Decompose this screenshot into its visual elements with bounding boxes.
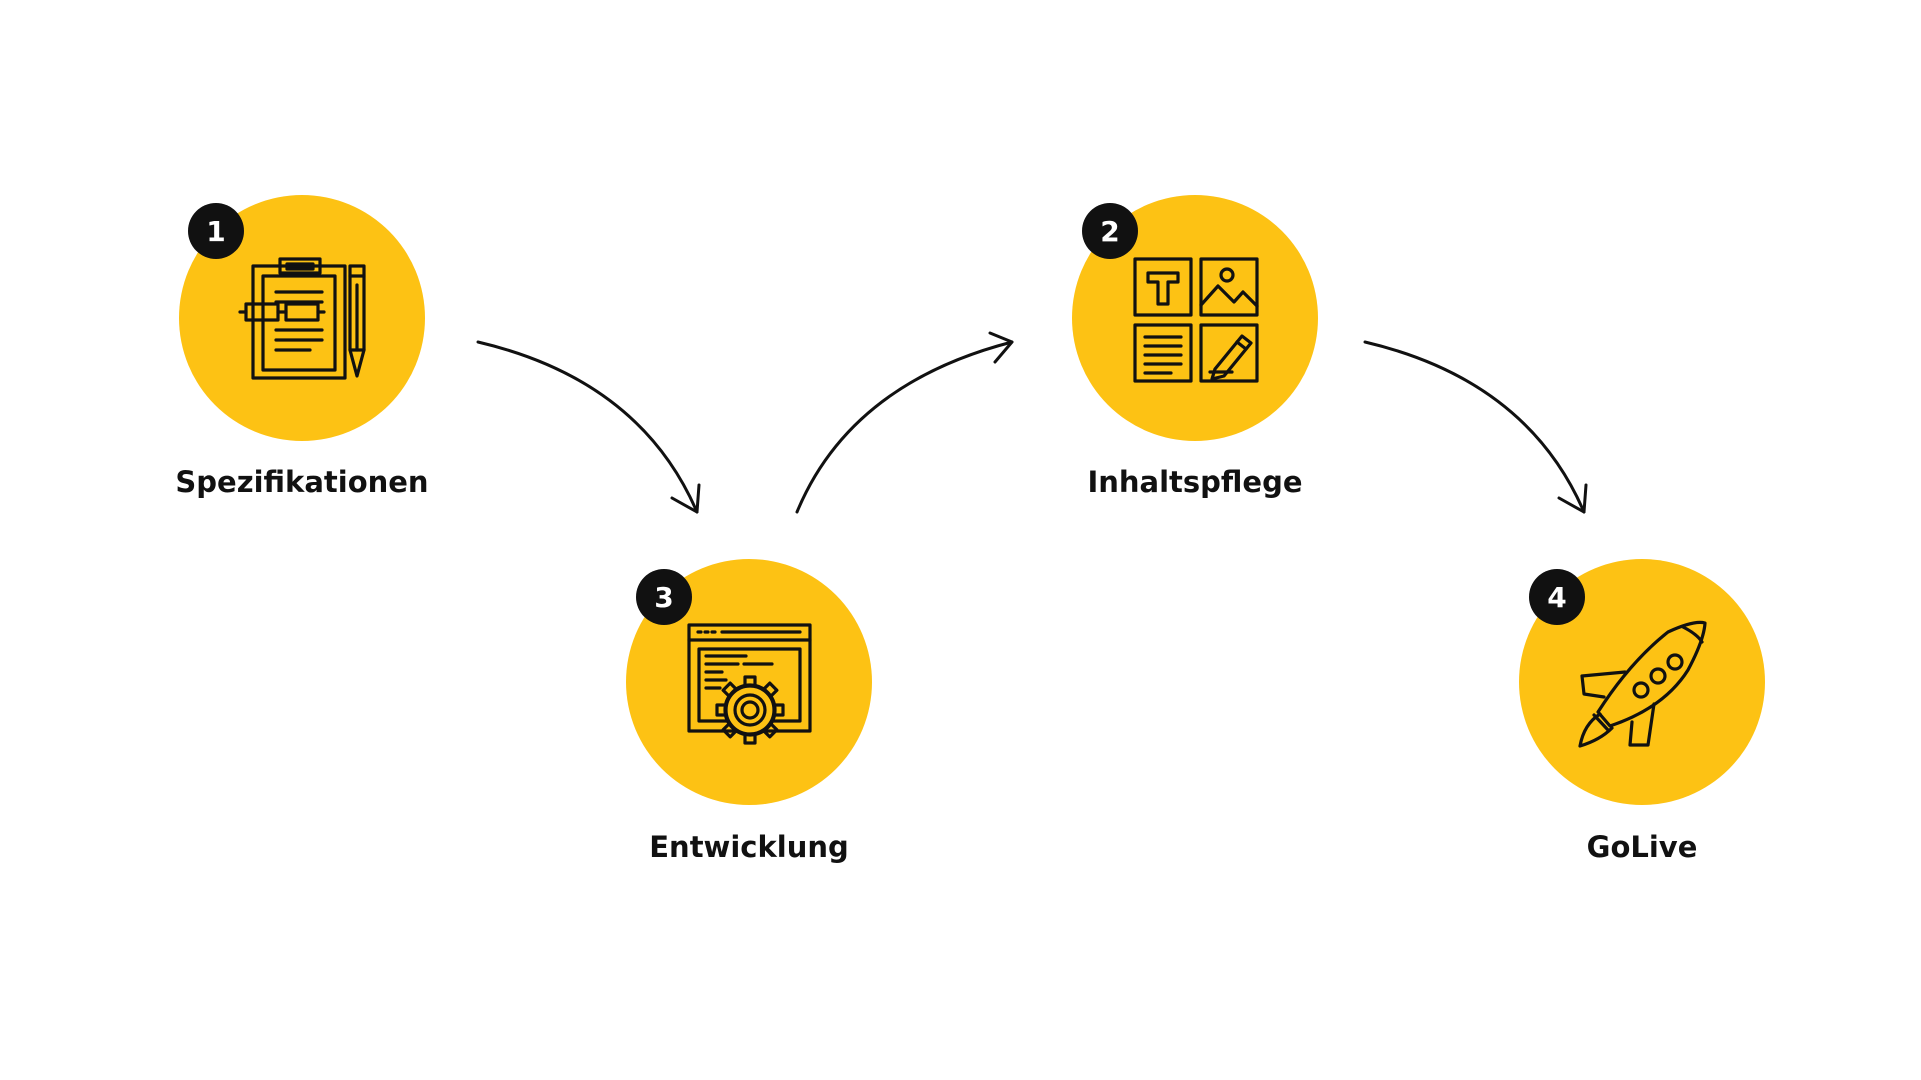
step-number: 1 (206, 215, 225, 248)
step-label: Entwicklung (649, 830, 849, 864)
browser-gear-icon (687, 623, 812, 745)
arrow-1-to-3 (476, 340, 701, 514)
step-inhaltspflege: 2 Inhaltspflege (1072, 195, 1318, 499)
step-circle (626, 559, 872, 805)
rocket-icon (1578, 620, 1707, 748)
step-label: GoLive (1587, 830, 1698, 864)
arrow-2-to-4 (1363, 340, 1588, 514)
step-badge (188, 203, 244, 259)
content-grid-icon (1133, 257, 1259, 383)
step-label: Inhaltspflege (1087, 465, 1302, 499)
step-entwicklung: 3 Entwicklung (626, 559, 872, 864)
step-spezifikationen: 1 Spezifikationen (175, 195, 429, 499)
step-badge (1082, 203, 1138, 259)
step-number: 3 (654, 581, 673, 614)
step-badge (636, 569, 692, 625)
step-badge (1529, 569, 1585, 625)
step-number: 4 (1547, 581, 1566, 614)
clipboard-spec-icon (238, 257, 366, 380)
step-number: 2 (1100, 215, 1119, 248)
step-golive: 4 GoLive (1519, 559, 1765, 864)
step-circle (179, 195, 425, 441)
arrow-3-to-2 (795, 331, 1014, 514)
step-label: Spezifikationen (175, 465, 428, 499)
